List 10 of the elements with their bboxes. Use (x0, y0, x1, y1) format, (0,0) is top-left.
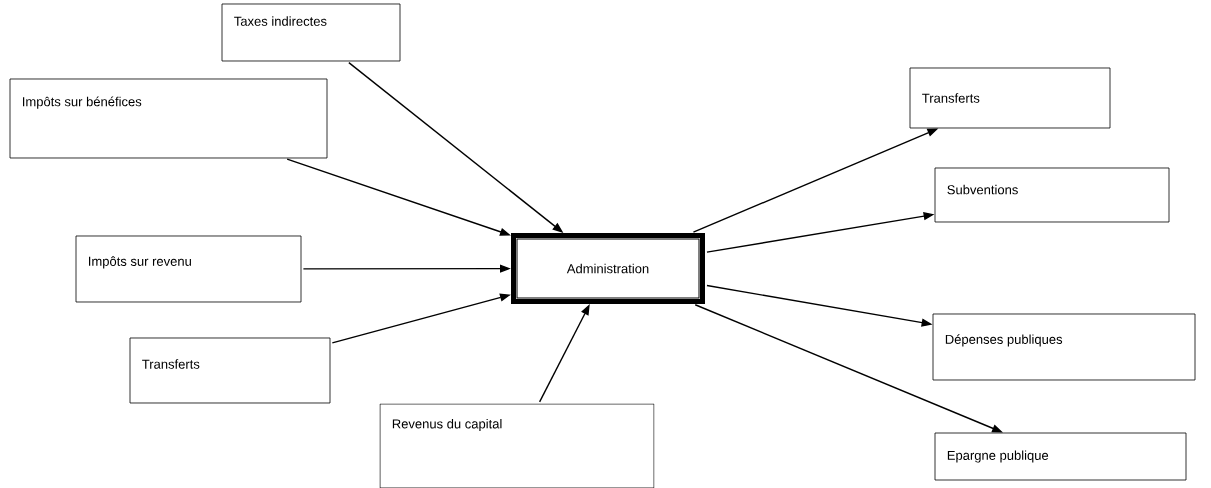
text-box: Transferts (129, 337, 331, 404)
text-box: Taxes indirectes (221, 3, 401, 62)
text-box: Epargne publique (934, 432, 1187, 481)
text-box: Revenus du capital (379, 403, 655, 488)
text-box: Subventions (934, 167, 1170, 223)
text-box: Dépenses publiques (932, 313, 1196, 381)
text-box: Impôts sur revenu (75, 235, 302, 303)
framed-box: Administration (511, 233, 705, 304)
text-box: Impôts sur bénéfices (9, 78, 328, 159)
text-box: Transferts (909, 67, 1111, 129)
